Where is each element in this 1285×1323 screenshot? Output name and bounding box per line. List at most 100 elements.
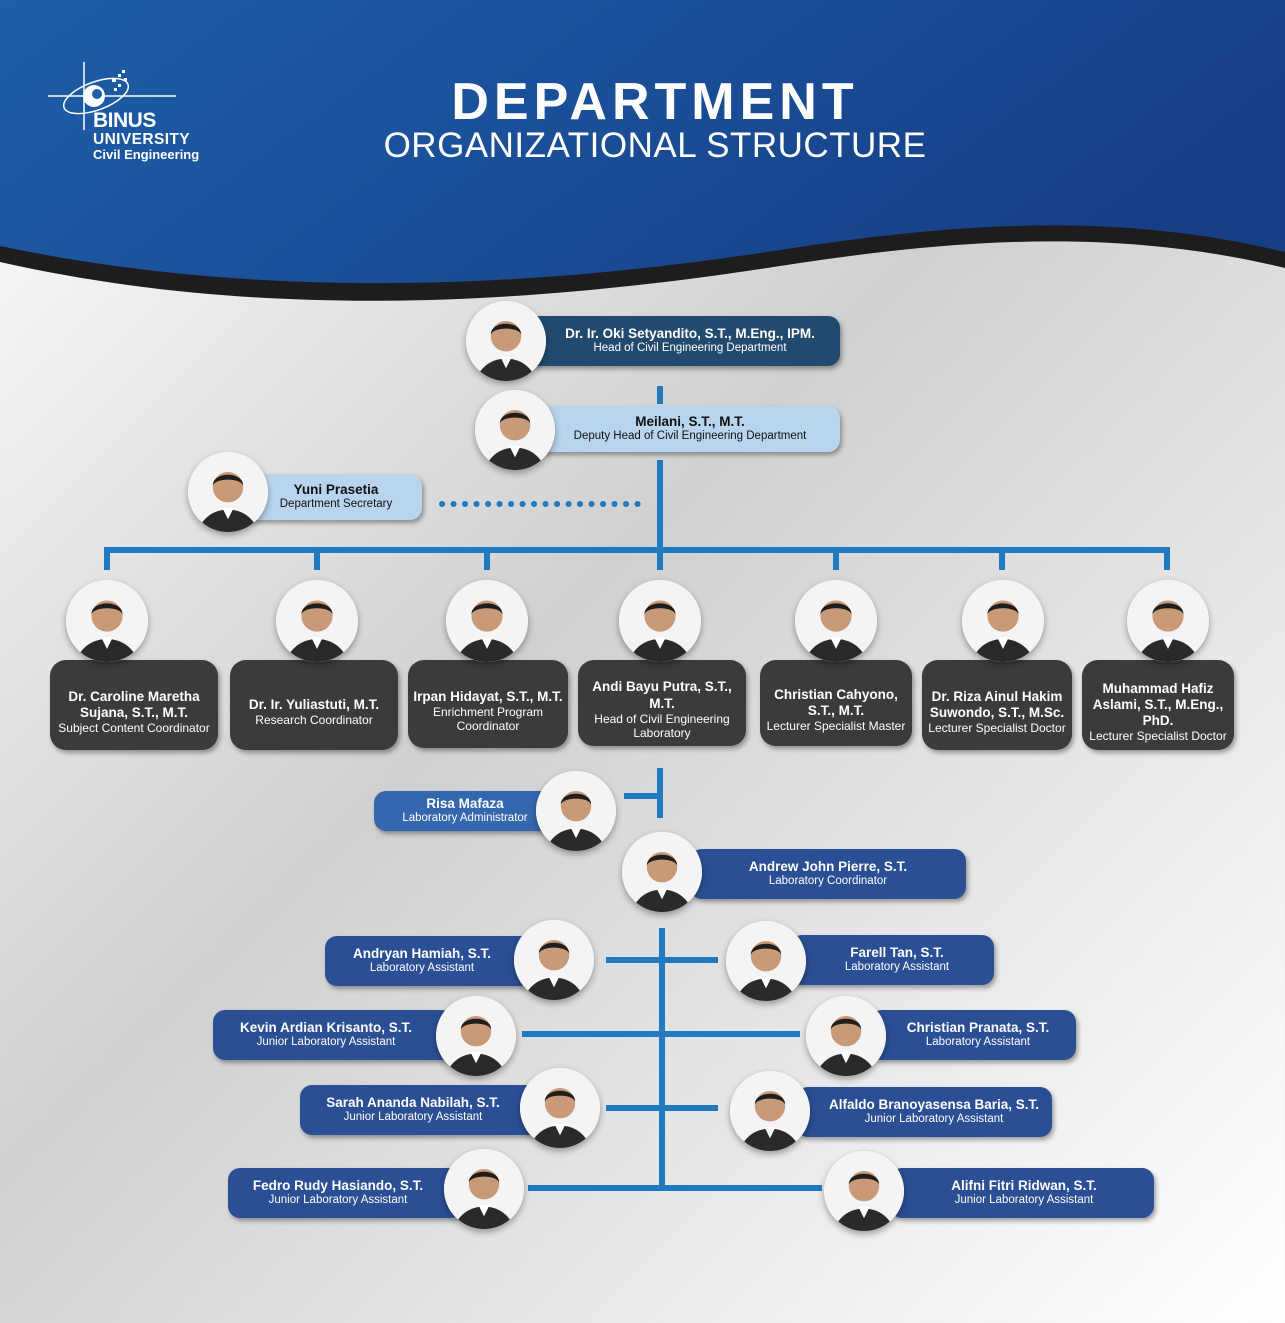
- person-name: Alifni Fitri Ridwan, S.T.: [951, 1178, 1097, 1193]
- coordinator-6-photo: [962, 580, 1044, 662]
- coordinator-5-photo: [795, 580, 877, 662]
- person-silhouette-icon: [536, 771, 616, 851]
- logo-faculty: Civil Engineering: [93, 147, 200, 163]
- person-role: Research Coordinator: [255, 712, 373, 727]
- assistant-right-1-label: Farell Tan, S.T. Laboratory Assistant: [790, 935, 994, 985]
- logo-text: BINUS UNIVERSITY Civil Engineering: [93, 109, 200, 163]
- coordinator-1-photo: [66, 580, 148, 662]
- person-role: Lecturer Specialist Doctor: [1089, 729, 1227, 744]
- person-role: Subject Content Coordinator: [58, 720, 210, 735]
- assistant-left-2-label: Kevin Ardian Krisanto, S.T. Junior Labor…: [213, 1010, 453, 1060]
- person-name: Alfaldo Branoyasensa Baria, S.T.: [828, 1097, 1040, 1112]
- assistant-left-4-photo: [444, 1149, 524, 1229]
- person-name: Muhammad Hafiz Aslami, S.T., M.Eng., PhD…: [1092, 680, 1224, 728]
- person-silhouette-icon: [466, 301, 546, 381]
- coordinator-2-label: Dr. Ir. Yuliastuti, M.T. Research Coordi…: [230, 660, 398, 750]
- person-name: Andi Bayu Putra, S.T., M.T.: [592, 679, 732, 711]
- lab-coordinator-label: Andrew John Pierre, S.T. Laboratory Coor…: [690, 849, 966, 899]
- person-silhouette-icon: [730, 1071, 810, 1151]
- coordinator-4-label: Andi Bayu Putra, S.T., M.T. Head of Civi…: [578, 660, 746, 746]
- header-blue-band: [0, 0, 1285, 284]
- person-role: Enrichment Program Coordinator: [432, 704, 544, 734]
- assistant-left-3-label: Sarah Ananda Nabilah, S.T. Junior Labora…: [300, 1085, 540, 1135]
- coordinator-7-label: Muhammad Hafiz Aslami, S.T., M.Eng., PhD…: [1082, 660, 1234, 750]
- logo-brand: BINUS: [93, 109, 156, 132]
- person-silhouette-icon: [1127, 580, 1209, 662]
- person-silhouette-icon: [475, 390, 555, 470]
- person-silhouette-icon: [188, 452, 268, 532]
- assistant-right-1-photo: [726, 921, 806, 1001]
- person-silhouette-icon: [726, 921, 806, 1001]
- person-silhouette-icon: [622, 832, 702, 912]
- logo-university: UNIVERSITY: [93, 131, 191, 149]
- person-name: Sarah Ananda Nabilah, S.T.: [326, 1095, 500, 1110]
- coordinator-3-photo: [446, 580, 528, 662]
- person-role: Lecturer Specialist Doctor: [928, 720, 1066, 735]
- assistant-right-2-photo: [806, 996, 886, 1076]
- person-role: Junior Laboratory Assistant: [954, 1194, 1094, 1207]
- coordinator-7-photo: [1127, 580, 1209, 662]
- coordinator-5-label: Christian Cahyono, S.T., M.T. Lecturer S…: [760, 660, 912, 746]
- assistant-left-1-photo: [514, 920, 594, 1000]
- person-name: Fedro Rudy Hasiando, S.T.: [252, 1178, 424, 1193]
- person-silhouette-icon: [66, 580, 148, 662]
- coordinator-4-photo: [619, 580, 701, 662]
- coordinator-3-label: Irpan Hidayat, S.T., M.T. Enrichment Pro…: [408, 660, 568, 748]
- assistant-left-1-label: Andryan Hamiah, S.T. Laboratory Assistan…: [325, 936, 533, 986]
- person-name: Irpan Hidayat, S.T., M.T.: [413, 688, 563, 704]
- person-role: Junior Laboratory Assistant: [864, 1113, 1004, 1126]
- secretary-photo: [188, 452, 268, 532]
- binus-logo-mark: [48, 62, 176, 130]
- person-silhouette-icon: [436, 996, 516, 1076]
- deputy-photo: [475, 390, 555, 470]
- person-silhouette-icon: [806, 996, 886, 1076]
- person-role: Junior Laboratory Assistant: [256, 1036, 396, 1049]
- person-name: Risa Mafaza: [426, 796, 504, 811]
- person-name: Christian Cahyono, S.T., M.T.: [774, 686, 898, 718]
- person-role: Junior Laboratory Assistant: [343, 1111, 483, 1124]
- person-silhouette-icon: [514, 920, 594, 1000]
- person-silhouette-icon: [446, 580, 528, 662]
- lab-coordinator-photo: [622, 832, 702, 912]
- assistant-right-3-photo: [730, 1071, 810, 1151]
- lab-admin-photo: [536, 771, 616, 851]
- person-name: Andrew John Pierre, S.T.: [748, 859, 908, 874]
- person-name: Farell Tan, S.T.: [850, 945, 944, 960]
- person-silhouette-icon: [962, 580, 1044, 662]
- person-role: Laboratory Coordinator: [768, 875, 888, 888]
- person-role: Head of Civil Engineering Department: [593, 342, 787, 355]
- person-silhouette-icon: [619, 580, 701, 662]
- person-silhouette-icon: [824, 1151, 904, 1231]
- person-name: Meilani, S.T., M.T.: [635, 414, 745, 429]
- binus-logo: BINUS UNIVERSITY Civil Engineering: [48, 62, 218, 172]
- person-name: Yuni Prasetia: [293, 482, 379, 497]
- person-name: Dr. Ir. Yuliastuti, M.T.: [248, 696, 380, 712]
- person-silhouette-icon: [444, 1149, 524, 1229]
- person-role: Laboratory Assistant: [844, 961, 950, 974]
- assistant-right-4-label: Alifni Fitri Ridwan, S.T. Junior Laborat…: [890, 1168, 1154, 1218]
- deputy-label: Meilani, S.T., M.T. Deputy Head of Civil…: [520, 406, 840, 452]
- person-name: Dr. Ir. Oki Setyandito, S.T., M.Eng., IP…: [565, 326, 815, 341]
- person-silhouette-icon: [795, 580, 877, 662]
- person-role: Laboratory Assistant: [925, 1036, 1031, 1049]
- person-role: Junior Laboratory Assistant: [268, 1194, 408, 1207]
- page-subtitle: ORGANIZATIONAL STRUCTURE: [383, 126, 927, 165]
- assistant-left-3-photo: [520, 1068, 600, 1148]
- head-photo: [466, 301, 546, 381]
- coordinator-1-label: Dr. Caroline Maretha Sujana, S.T., M.T. …: [50, 660, 218, 750]
- assistant-left-4-label: Fedro Rudy Hasiando, S.T. Junior Laborat…: [228, 1168, 462, 1218]
- head-label: Dr. Ir. Oki Setyandito, S.T., M.Eng., IP…: [510, 316, 840, 366]
- coordinator-6-label: Dr. Riza Ainul Hakim Suwondo, S.T., M.Sc…: [922, 660, 1072, 750]
- assistant-right-4-photo: [824, 1151, 904, 1231]
- person-name: Dr. Caroline Maretha Sujana, S.T., M.T.: [68, 688, 200, 720]
- person-silhouette-icon: [276, 580, 358, 662]
- person-role: Laboratory Assistant: [369, 962, 475, 975]
- person-role: Head of Civil Engineering Laboratory: [594, 711, 730, 741]
- person-name: Christian Pranata, S.T.: [906, 1020, 1050, 1035]
- assistant-right-2-label: Christian Pranata, S.T. Laboratory Assis…: [870, 1010, 1076, 1060]
- assistant-right-3-label: Alfaldo Branoyasensa Baria, S.T. Junior …: [796, 1087, 1052, 1137]
- person-role: Laboratory Administrator: [402, 812, 528, 825]
- person-name: Kevin Ardian Krisanto, S.T.: [239, 1020, 413, 1035]
- person-role: Lecturer Specialist Master: [766, 718, 906, 733]
